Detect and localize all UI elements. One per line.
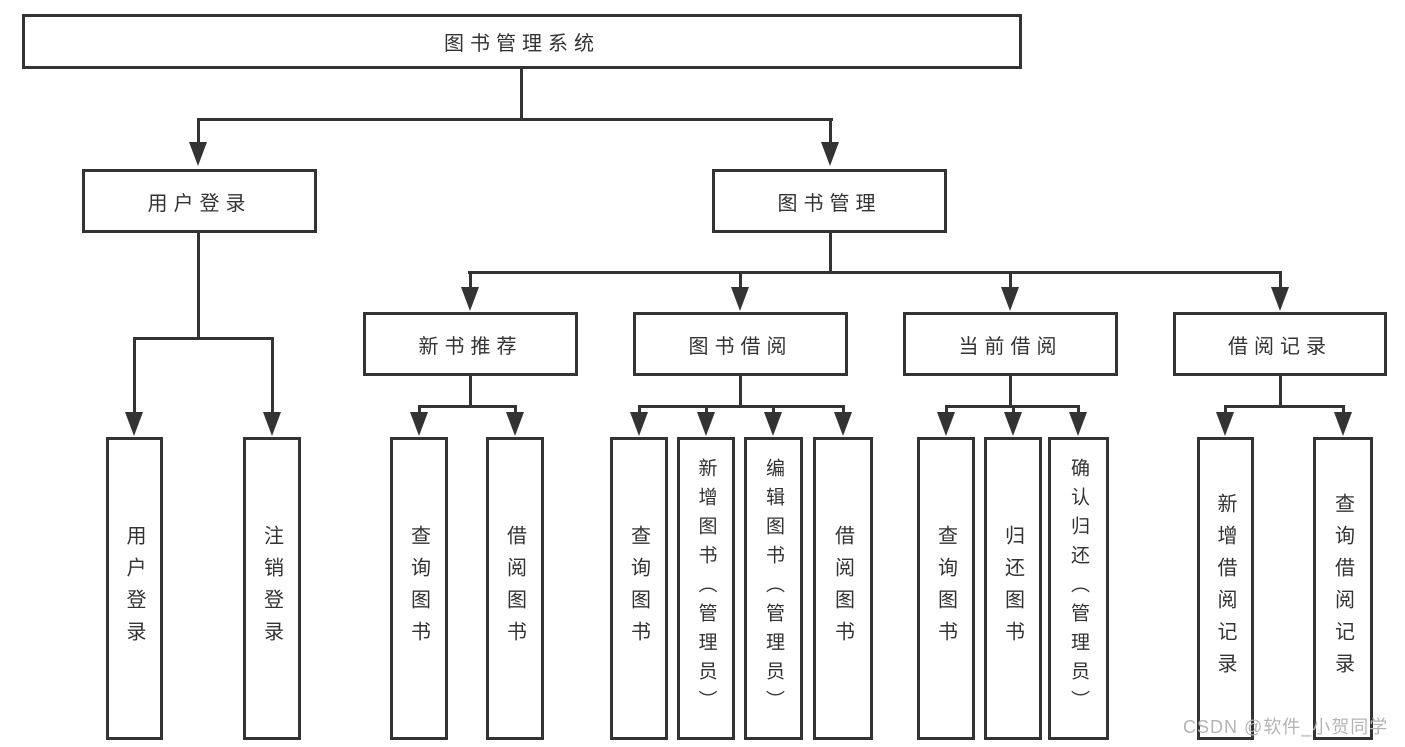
connector-records-stub [1279,375,1282,407]
connector-shaft [1342,405,1345,415]
connector-level2-rail [197,118,833,121]
arrowhead-icon [834,412,852,436]
node-library-system: 图书管理系统 [22,14,1022,69]
arrowhead-icon [1001,287,1019,311]
node-new-book-recommend: 新书推荐 [363,312,578,376]
arrowhead-icon [461,287,479,311]
connector-shaft [133,337,136,415]
csdn-watermark: CSDN @软件_小贺同学 [1183,717,1389,737]
connector-borrowing-stub [739,375,742,407]
connector-shaft [638,405,641,415]
connector-book-mgmt-stub [829,232,832,273]
connector-borrowing-rail [638,405,844,408]
connector-shaft [945,405,948,415]
connector-shaft [197,118,200,146]
arrowhead-icon [506,412,524,436]
node-leaf-query-borrow-record: 查询借阅记录 [1313,437,1373,740]
arrowhead-icon [731,287,749,311]
connector-shaft [469,271,472,289]
arrowhead-icon [1216,412,1234,436]
connector-shaft [829,118,832,146]
arrowhead-icon [1334,412,1352,436]
arrowhead-icon [410,412,428,436]
arrowhead-icon [764,412,782,436]
connector-current-stub [1009,375,1012,407]
connector-user-login-stub [197,232,200,339]
node-leaf-logout: 注销登录 [243,437,301,740]
arrowhead-icon [263,412,281,436]
connector-shaft [1077,405,1080,415]
connector-newrec-rail [418,405,517,408]
node-leaf-user-login: 用户登录 [106,437,163,740]
node-leaf-add-books-admin: 新增图书（管理员） [677,437,735,740]
connector-shaft [1009,271,1012,289]
arrowhead-icon [1271,287,1289,311]
node-leaf-add-borrow-record: 新增借阅记录 [1197,437,1254,740]
connector-shaft [772,405,775,415]
node-leaf-edit-books-admin: 编辑图书（管理员） [744,437,803,740]
connector-shaft [1012,405,1015,415]
node-leaf-query-books-newrec: 查询图书 [390,437,448,740]
connector-newrec-stub [469,375,472,407]
node-borrow-records: 借阅记录 [1173,312,1387,376]
arrowhead-icon [1069,412,1087,436]
connector-shaft [271,337,274,415]
arrowhead-icon [937,412,955,436]
connector-shaft [705,405,708,415]
node-leaf-query-books-borrow: 查询图书 [610,437,668,740]
connector-shaft [739,271,742,289]
connector-shaft [1279,271,1282,289]
connector-shaft [514,405,517,415]
arrowhead-icon [189,142,207,166]
connector-root-stub [520,68,523,120]
arrowhead-icon [125,412,143,436]
node-leaf-return-books: 归还图书 [984,437,1042,740]
connector-shaft [418,405,421,415]
arrowhead-icon [697,412,715,436]
node-user-login: 用户登录 [82,169,317,233]
connector-records-rail [1224,405,1344,408]
node-current-borrowing: 当前借阅 [903,312,1118,376]
arrowhead-icon [630,412,648,436]
node-book-borrowing: 图书借阅 [633,312,848,376]
node-leaf-borrow-books-newrec: 借阅图书 [486,437,544,740]
node-book-management: 图书管理 [712,169,947,233]
connector-level3-rail [468,271,1281,274]
connector-shaft [1224,405,1227,415]
node-leaf-borrow-books-borrow: 借阅图书 [813,437,873,740]
arrowhead-icon [821,142,839,166]
connector-shaft [842,405,845,415]
connector-user-login-rail [133,337,274,340]
node-leaf-query-books-current: 查询图书 [917,437,975,740]
arrowhead-icon [1004,412,1022,436]
node-leaf-confirm-return-admin: 确认归还（管理员） [1048,437,1109,740]
